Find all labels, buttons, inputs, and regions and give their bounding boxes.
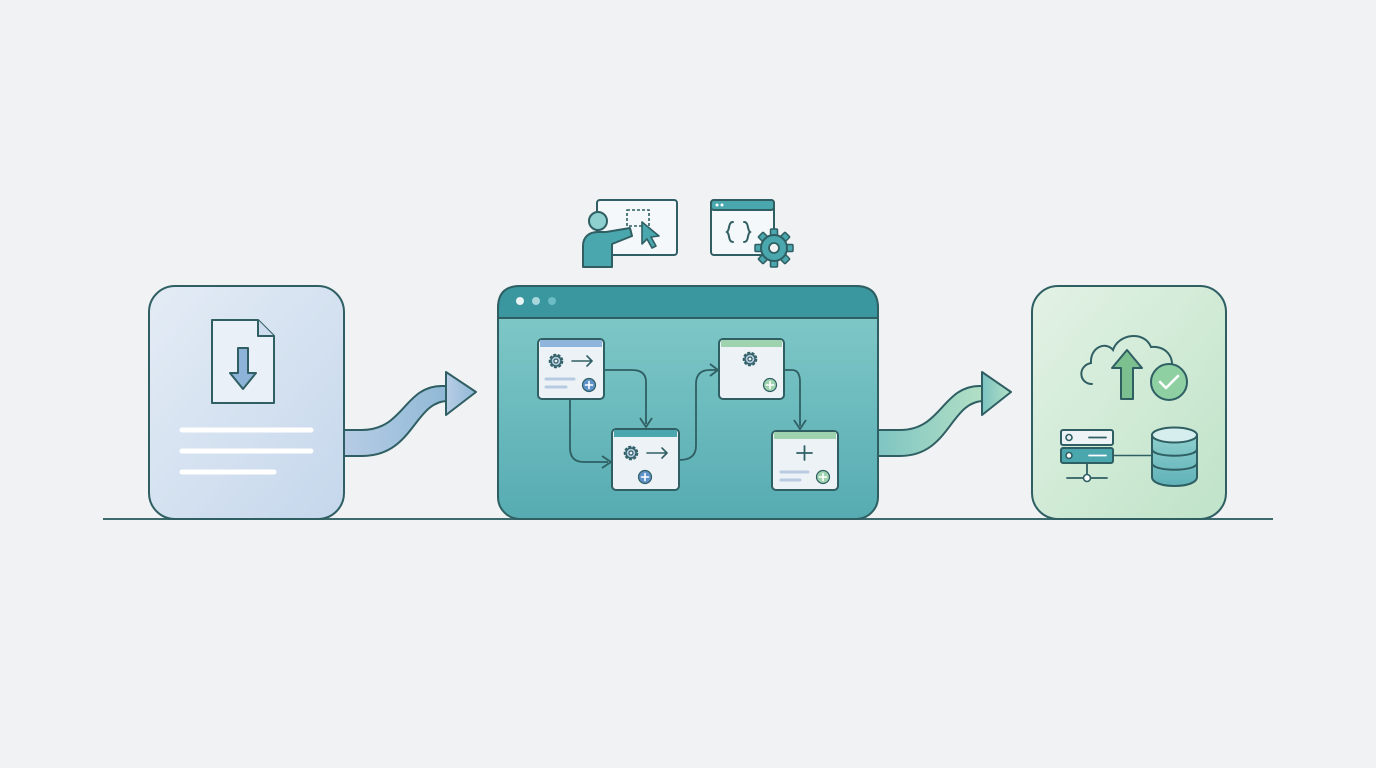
add-circle-icon (762, 377, 778, 393)
workflow-node (611, 428, 680, 491)
gear-icon (548, 353, 564, 369)
arrow-workflow-to-output (871, 371, 1012, 457)
input-card (148, 285, 345, 520)
arrow-right-icon (646, 447, 669, 459)
arrow-right-icon (571, 355, 594, 367)
add-circle-icon (637, 469, 653, 485)
add-circle-icon (815, 469, 831, 485)
workflow-node (718, 338, 785, 400)
gear-icon (754, 228, 794, 268)
database-icon (1151, 426, 1198, 487)
plus-icon (796, 445, 813, 461)
download-document-icon (211, 319, 275, 404)
window-dot (532, 297, 540, 305)
add-circle-icon (581, 377, 597, 393)
gear-icon (742, 351, 758, 367)
user-drag-select-icon (582, 199, 678, 268)
workflow-node (537, 338, 605, 400)
window-dot (516, 297, 524, 305)
code-config-gear-icon (710, 199, 794, 268)
window-dot (548, 297, 556, 305)
text-lines (179, 427, 314, 475)
check-circle-icon (1150, 363, 1188, 401)
arrow-input-to-workflow (337, 371, 477, 457)
workflow-node (771, 430, 839, 491)
workflow-window (497, 285, 879, 520)
cloud-upload-icon (1080, 335, 1173, 400)
server-icon (1060, 429, 1152, 483)
gear-icon (623, 445, 639, 461)
output-card (1031, 285, 1227, 520)
